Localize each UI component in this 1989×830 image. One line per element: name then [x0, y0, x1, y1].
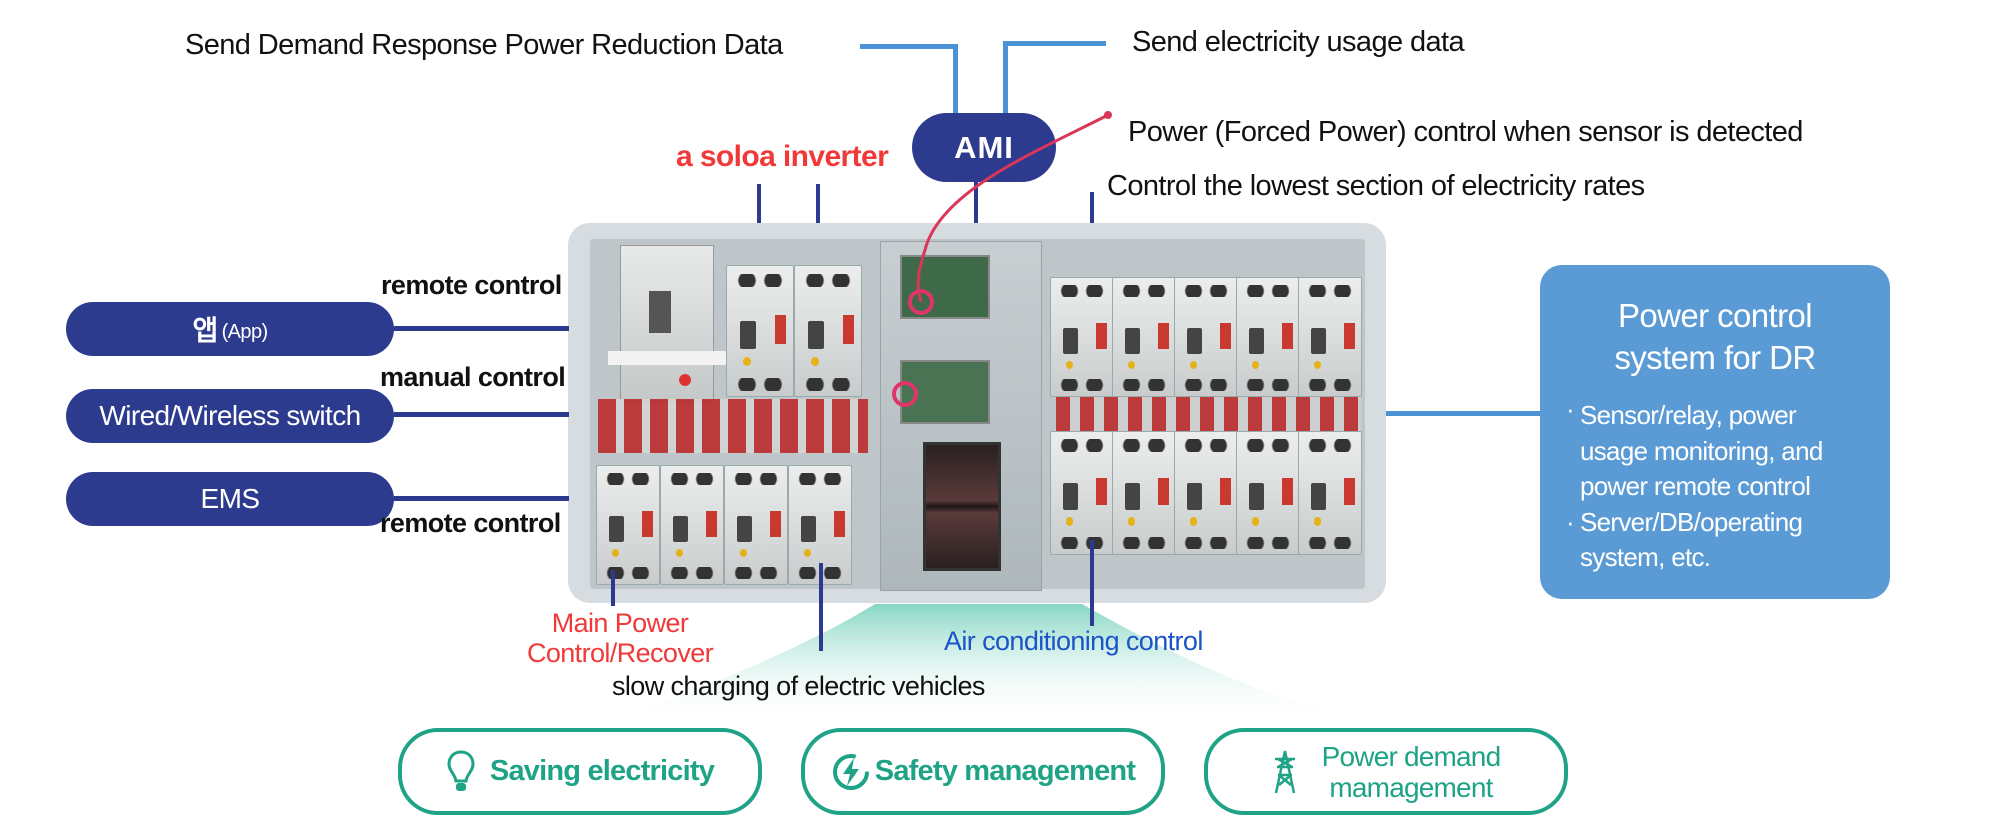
circuit-breaker: [596, 465, 660, 585]
sensor-control-label: Power (Forced Power) control when sensor…: [1128, 116, 1803, 148]
app-line: [394, 326, 569, 331]
circuit-breaker: [1050, 277, 1114, 397]
saving-electricity-button[interactable]: Saving electricity: [398, 728, 762, 815]
dr-bullet-line: Server/DB/operating: [1580, 506, 1803, 537]
usage-data-line-h: [1003, 41, 1106, 46]
saving-electricity-label: Saving electricity: [489, 755, 715, 787]
lightbulb-icon: [447, 749, 475, 791]
air-conditioning-label: Air conditioning control: [944, 626, 1203, 656]
red-bus-bar-left: [598, 399, 868, 453]
circuit-breaker: [724, 465, 788, 585]
power-demand-line-2: mamagement: [1329, 771, 1493, 803]
red-bus-bar-right: [1056, 397, 1361, 433]
circuit-breaker: [660, 465, 724, 585]
circuit-breaker: [1050, 431, 1114, 555]
remote-control-label-1: remote control: [381, 270, 562, 300]
bullet-mark: ·: [1566, 394, 1575, 424]
circuit-breaker: [788, 465, 852, 585]
solar-inverter-label: a soloa inverter: [676, 140, 889, 173]
switch-label: Wired/Wireless switch: [99, 400, 361, 431]
main-power-line: [611, 570, 615, 606]
ev-charging-label: slow charging of electric vehicles: [612, 671, 985, 701]
dr-bullets: · Sensor/relay, power usage monitoring, …: [1566, 394, 1823, 576]
circuit-breaker: [726, 265, 794, 397]
ami-panel-line: [974, 182, 978, 224]
switch-line: [394, 412, 569, 417]
switch-button[interactable]: Wired/Wireless switch: [66, 389, 394, 443]
transmission-tower-icon: [1274, 750, 1295, 793]
safety-management-label: Safety management: [874, 755, 1136, 787]
main-power-line-1: Main Power: [551, 608, 689, 638]
dr-data-line-h: [860, 44, 958, 49]
manual-control-label: manual control: [380, 362, 566, 392]
power-demand-button[interactable]: Power demand mamagement: [1204, 728, 1568, 815]
dr-title-line-2: system for DR: [1614, 339, 1816, 376]
usage-data-label: Send electricity usage data: [1132, 26, 1465, 58]
lightning-shield-icon: [832, 753, 869, 790]
bullet-mark: ·: [1566, 506, 1575, 537]
power-demand-line-1: Power demand: [1321, 740, 1502, 772]
dr-title-line-1: Power control: [1618, 297, 1813, 334]
power-demand-label: Power demand mamagement: [1321, 740, 1502, 803]
ems-label: EMS: [200, 483, 260, 514]
remote-control-label-2: remote control: [380, 508, 561, 538]
app-label: 앱: [192, 315, 218, 346]
app-button[interactable]: 앱 (App): [66, 302, 394, 356]
sensor-wire-path: [916, 113, 1109, 303]
dr-bullet-line: power remote control: [1580, 471, 1811, 501]
dr-data-label: Send Demand Response Power Reduction Dat…: [185, 29, 783, 61]
circuit-breaker: [1298, 277, 1362, 397]
ems-button[interactable]: EMS: [66, 472, 394, 526]
ev-charging-line: [819, 563, 823, 651]
ems-line: [394, 496, 569, 501]
circuit-breaker: [1174, 431, 1238, 555]
circuit-breaker: [1298, 431, 1362, 555]
circuit-breaker: [1236, 277, 1300, 397]
dr-bullet-line: usage monitoring, and: [1580, 435, 1823, 466]
distribution-panel: [568, 223, 1386, 603]
lowest-rate-label: Control the lowest section of electricit…: [1107, 170, 1645, 202]
main-breaker: [620, 245, 714, 402]
main-power-line-2: Control/Recover: [526, 638, 714, 668]
ami-pill: AMI: [912, 113, 1056, 182]
usage-data-line-v: [1003, 41, 1008, 114]
circuit-breaker: [1112, 431, 1176, 555]
dr-bullet-line: system, etc.: [1580, 542, 1711, 572]
pcb-module-top: [900, 255, 990, 319]
app-sublabel: (App): [221, 320, 269, 343]
circuit-breaker: [1236, 431, 1300, 555]
sensor-ring-2: [892, 381, 918, 407]
circuit-breaker: [1112, 277, 1176, 397]
dr-title: Power control system for DR: [1540, 295, 1890, 379]
main-power-label: Main Power Control/Recover: [510, 608, 730, 668]
dr-bullet: · Server/DB/operating system, etc.: [1566, 505, 1823, 576]
teal-fan: [600, 604, 1380, 725]
dr-system-box: Power control system for DR · Sensor/rel…: [1540, 265, 1890, 599]
circuit-breaker: [794, 265, 862, 397]
safety-management-button[interactable]: Safety management: [801, 728, 1165, 815]
relay-block: [923, 442, 1001, 571]
air-conditioning-line: [1090, 540, 1094, 626]
dr-box-line: [1386, 411, 1541, 416]
ami-label: AMI: [954, 129, 1014, 165]
sensor-wire-dot: [1104, 111, 1112, 119]
dr-bullet: · Sensor/relay, power usage monitoring, …: [1566, 394, 1823, 505]
dr-bullet-line: Sensor/relay, power: [1580, 400, 1797, 430]
sensor-ring-1: [908, 289, 934, 315]
dr-data-line-v: [953, 44, 958, 114]
